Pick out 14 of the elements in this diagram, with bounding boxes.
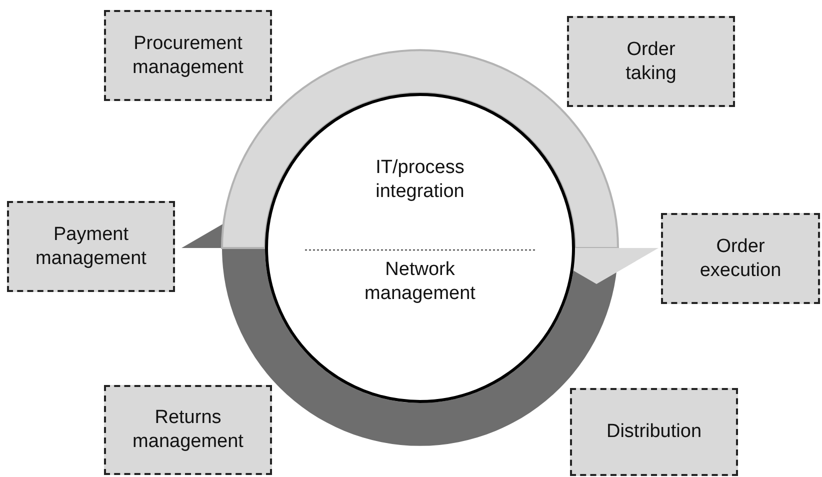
process-box (567, 16, 735, 107)
circle-label: Network management (364, 258, 476, 306)
box-label: Returns management (132, 406, 244, 454)
process-box (570, 388, 738, 476)
process-box (7, 201, 175, 292)
box-label: Order execution (698, 234, 782, 282)
process-box (104, 10, 272, 101)
process-box (104, 385, 272, 475)
box-label: Procurement management (132, 32, 244, 80)
box-label: Order taking (624, 38, 678, 86)
box-label: Payment management (34, 222, 148, 270)
process-box (661, 213, 820, 304)
box-label: Distribution (605, 420, 703, 444)
circle-label: IT/process integration (374, 156, 466, 204)
